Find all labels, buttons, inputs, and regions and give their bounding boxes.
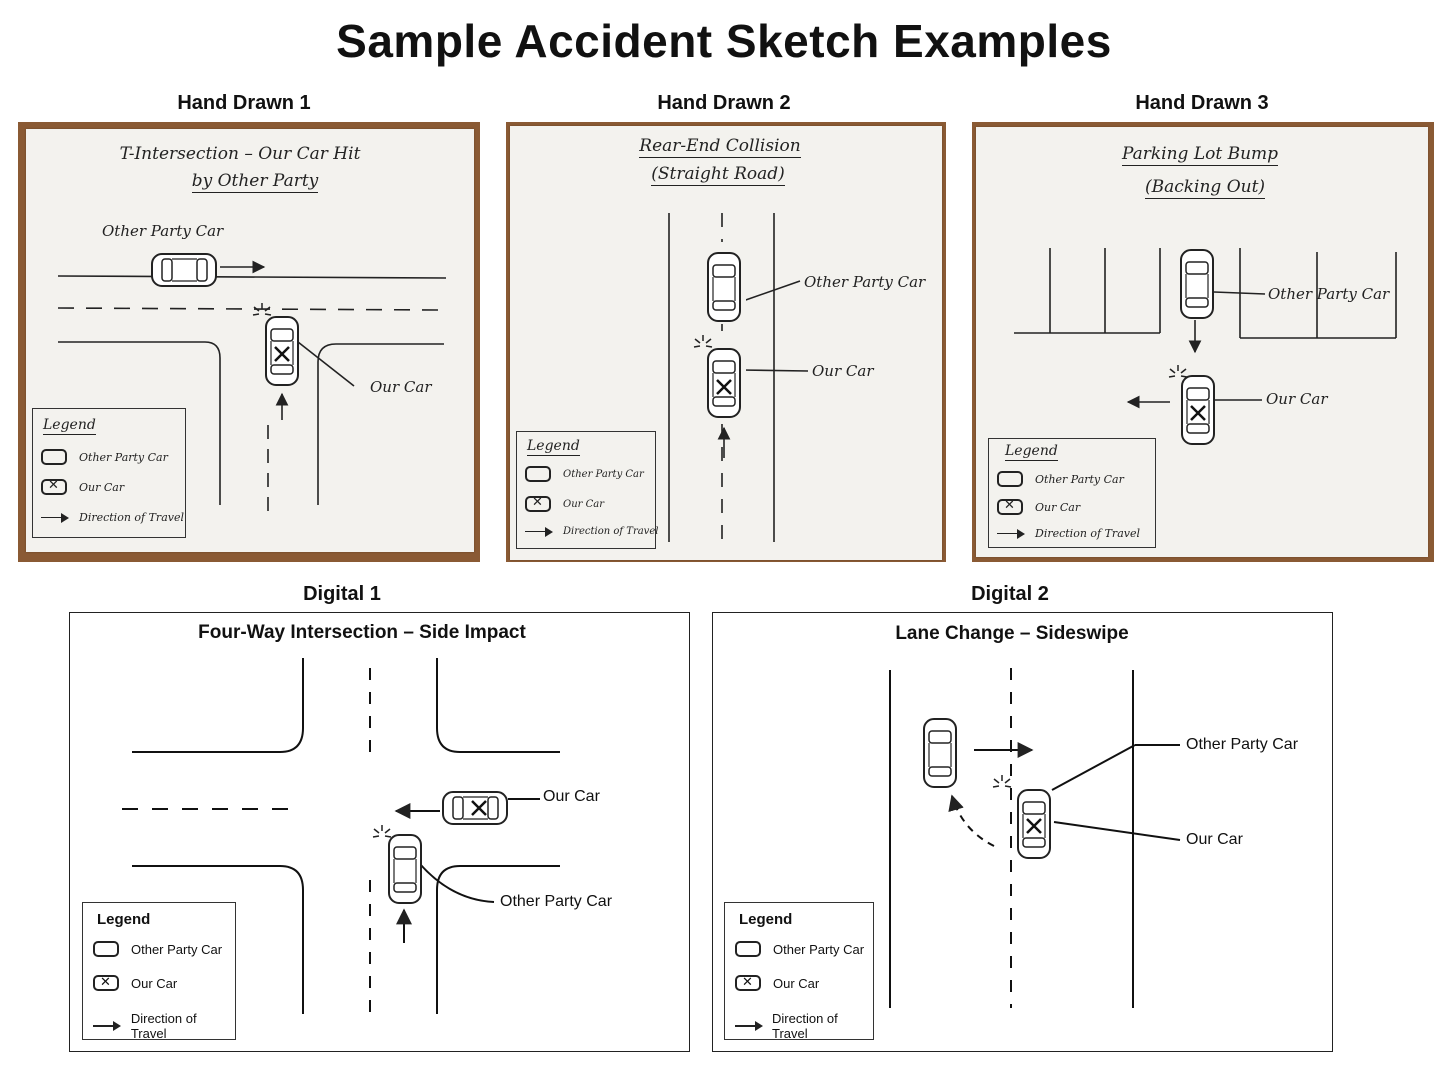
hand1-legend-other-text: Other Party Car [79, 450, 168, 464]
digital1-our-car-label: Our Car [543, 788, 600, 805]
hand1-heading-line2: by Other Party [150, 171, 360, 193]
hand3-legend-direction-text: Direction of Travel [1035, 527, 1140, 540]
digital2-legend-title: Legend [739, 911, 793, 928]
hand1-heading-line2-text: by Other Party [191, 171, 319, 193]
hand3-legend-other: Other Party Car [997, 471, 1124, 487]
digital2-legend-direction: Direction of Travel [735, 1011, 873, 1041]
hand3-legend-other-text: Other Party Car [1035, 472, 1124, 486]
digital2-legend-other-text: Other Party Car [773, 941, 865, 957]
hand2-other-car-label: Other Party Car [804, 273, 926, 291]
our-car-symbol-icon [525, 495, 551, 512]
other-car-symbol-icon [997, 471, 1023, 487]
other-car-symbol-icon [525, 466, 551, 482]
hand3-legend-title: Legend [1005, 443, 1058, 461]
hand1-legend: Legend Other Party Car Our Car Direction… [32, 408, 186, 538]
digital2-our-car-label: Our Car [1186, 831, 1243, 848]
direction-arrow-icon [93, 1021, 121, 1031]
hand2-legend-direction: Direction of Travel [525, 526, 658, 537]
hand3-heading-line1-text: Parking Lot Bump [1121, 144, 1279, 166]
hand2-heading-line2: (Straight Road) [600, 164, 836, 186]
digital2-legend-other: Other Party Car [735, 941, 864, 957]
hand1-legend-our: Our Car [41, 478, 125, 495]
hand3-legend-our: Our Car [997, 498, 1081, 515]
our-car-symbol-icon [41, 478, 67, 495]
other-car-symbol-icon [93, 941, 119, 957]
hand2-legend-direction-text: Direction of Travel [563, 526, 659, 537]
hand2-heading-line1: Rear-End Collision [600, 136, 840, 158]
panel-title-hand-drawn-2: Hand Drawn 2 [657, 92, 791, 114]
panel-title-hand-drawn-1: Hand Drawn 1 [177, 92, 311, 114]
digital1-legend-direction-text: Direction of Travel [130, 1011, 197, 1041]
direction-arrow-icon [997, 528, 1025, 539]
digital1-legend-direction: Direction of Travel [93, 1011, 235, 1041]
hand2-heading-line2-text: (Straight Road) [651, 164, 785, 186]
digital1-legend-our-text: Our Car [131, 975, 178, 991]
hand1-legend-other: Other Party Car [41, 449, 168, 465]
page-title: Sample Accident Sketch Examples [336, 15, 1112, 67]
panel-title-digital-1: Digital 1 [303, 583, 381, 605]
hand3-heading-line2-text: (Backing Out) [1144, 177, 1266, 199]
hand3-legend-our-text: Our Car [1035, 500, 1081, 514]
hand1-our-car-label: Our Car [370, 378, 432, 396]
digital2-legend-our-text: Our Car [773, 975, 820, 991]
digital2-legend-direction-text: Direction of Travel [772, 1011, 838, 1041]
digital2-legend: Legend Other Party Car Our Car Direction… [724, 902, 874, 1041]
paper-sheet-1 [26, 129, 474, 552]
other-car-symbol-icon [41, 449, 67, 465]
direction-arrow-icon [735, 1021, 763, 1031]
panel-title-hand-drawn-3: Hand Drawn 3 [1135, 92, 1269, 114]
digital1-legend: Legend Other Party Car Our Car Direction… [82, 902, 236, 1041]
hand1-legend-direction-text: Direction of Travel [79, 511, 184, 524]
hand2-legend-other: Other Party Car [525, 466, 644, 482]
hand2-legend-our-text: Our Car [563, 498, 604, 510]
hand3-other-car-label: Other Party Car [1268, 285, 1390, 303]
hand2-heading-line1-text: Rear-End Collision [639, 136, 801, 158]
hand3-our-car-label: Our Car [1266, 390, 1328, 408]
paper-sheet-3 [976, 127, 1428, 557]
hand2-legend: Legend Other Party Car Our Car Direction… [516, 431, 658, 549]
digital2-legend-our: Our Car [735, 974, 820, 991]
digital1-legend-our: Our Car [93, 974, 178, 991]
hand2-legend-other-text: Other Party Car [563, 468, 644, 480]
digital1-legend-other: Other Party Car [93, 941, 222, 957]
hand2-legend-title: Legend [527, 438, 580, 456]
hand1-heading-line1: T-Intersection – Our Car Hit [119, 144, 361, 164]
our-car-symbol-icon [735, 974, 761, 991]
other-car-symbol-icon [735, 941, 761, 957]
digital1-other-car-label: Other Party Car [500, 893, 613, 910]
digital1-heading: Four-Way Intersection – Side Impact [198, 622, 526, 643]
hand3-legend: Legend Other Party Car Our Car Direction… [988, 438, 1156, 548]
hand3-heading-line2: (Backing Out) [1080, 177, 1330, 199]
digital1-legend-title: Legend [97, 911, 151, 928]
panel-title-digital-2: Digital 2 [971, 583, 1049, 605]
hand3-heading-line1: Parking Lot Bump [1080, 144, 1320, 166]
our-car-symbol-icon [93, 974, 119, 991]
digital1-legend-other-text: Other Party Car [131, 941, 223, 957]
direction-arrow-icon [41, 512, 69, 523]
hand1-legend-direction: Direction of Travel [41, 511, 184, 524]
direction-arrow-icon [525, 526, 553, 537]
hand1-legend-our-text: Our Car [79, 480, 125, 494]
hand3-legend-direction: Direction of Travel [997, 527, 1140, 540]
hand2-our-car-label: Our Car [812, 362, 874, 380]
hand1-other-car-label: Other Party Car [102, 222, 224, 240]
our-car-symbol-icon [997, 498, 1023, 515]
digital2-other-car-label: Other Party Car [1186, 736, 1299, 753]
hand1-legend-title: Legend [43, 417, 96, 435]
digital2-heading: Lane Change – Sideswipe [895, 623, 1129, 644]
hand2-legend-our: Our Car [525, 495, 604, 512]
